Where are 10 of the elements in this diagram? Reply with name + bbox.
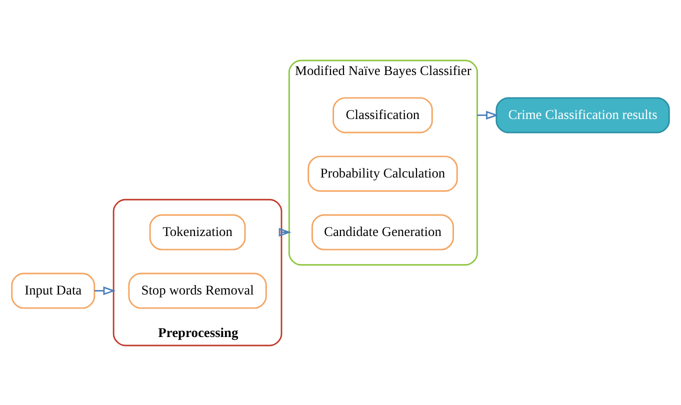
- arrow: [477, 110, 499, 120]
- node-box: Tokenization: [149, 214, 246, 250]
- node-box: Stop words Removal: [128, 272, 267, 308]
- node-box: Input Data: [11, 272, 96, 308]
- node-box: Classification: [332, 96, 433, 133]
- node-box: Crime Classification results: [496, 96, 670, 133]
- arrow: [278, 227, 292, 236]
- arrow: [94, 286, 116, 295]
- node-box: Candidate Generation: [311, 214, 454, 250]
- node-box: Probability Calculation: [308, 155, 458, 192]
